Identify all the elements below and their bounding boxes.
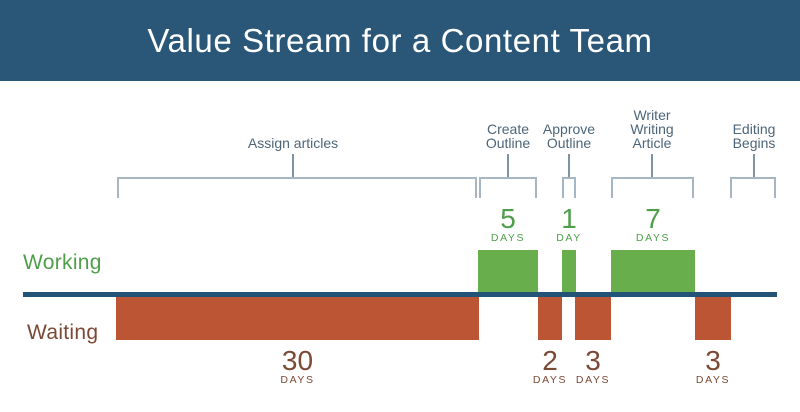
step-connector-editing-begins bbox=[753, 154, 755, 177]
waiting-bar-number: 3 bbox=[585, 345, 601, 376]
page-title: Value Stream for a Content Team bbox=[147, 21, 653, 59]
working-bar-unit: DAY bbox=[556, 232, 582, 244]
step-label-line: Editing bbox=[732, 121, 776, 137]
step-bracket-editing-begins bbox=[730, 177, 776, 198]
step-label-assign-articles: Assign articles bbox=[248, 136, 338, 150]
waiting-bar-number: 2 bbox=[542, 345, 558, 376]
step-label-line: Assign articles bbox=[247, 135, 339, 151]
step-bracket-create-outline bbox=[479, 177, 537, 198]
title-banner: Value Stream for a Content Team bbox=[0, 0, 800, 81]
step-bracket-approve-outline bbox=[562, 177, 576, 198]
step-connector-approve-outline bbox=[568, 154, 570, 177]
step-label-line: Outline bbox=[546, 135, 592, 151]
step-label-line: Writing bbox=[630, 121, 674, 137]
step-bracket-assign-articles bbox=[117, 177, 477, 198]
step-label-line: Outline bbox=[485, 135, 531, 151]
waiting-bar-unit: DAYS bbox=[532, 374, 568, 386]
waiting-bar-3d bbox=[575, 297, 611, 340]
step-label-line: Begins bbox=[732, 135, 776, 151]
step-label-line: Article bbox=[632, 135, 672, 151]
waiting-bar-unit: DAYS bbox=[575, 374, 611, 386]
waiting-bar-unit: DAYS bbox=[695, 374, 731, 386]
step-connector-writer-writing-article bbox=[651, 154, 653, 177]
working-axis-label: Working bbox=[23, 251, 102, 274]
working-bar-5d bbox=[478, 250, 538, 292]
working-bar-unit: DAYS bbox=[635, 232, 671, 244]
step-label-line: Approve bbox=[542, 121, 596, 137]
waiting-bar-number: 3 bbox=[705, 345, 721, 376]
waiting-bar-number: 30 bbox=[281, 345, 314, 376]
working-bar-number: 5 bbox=[500, 203, 516, 234]
waiting-axis-label: Waiting bbox=[27, 321, 99, 344]
step-connector-assign-articles bbox=[292, 154, 294, 177]
step-label-line: Create bbox=[486, 121, 530, 137]
step-label-line: Writer bbox=[633, 107, 671, 123]
waiting-bar-2d bbox=[538, 297, 562, 340]
waiting-bar-unit: DAYS bbox=[280, 374, 315, 386]
step-connector-create-outline bbox=[507, 154, 509, 177]
working-bar-1d bbox=[562, 250, 576, 292]
step-bracket-writer-writing-article bbox=[611, 177, 694, 198]
waiting-bar-30d bbox=[116, 297, 479, 340]
working-bar-number: 1 bbox=[561, 203, 577, 234]
working-bar-unit: DAYS bbox=[490, 232, 526, 244]
working-bar-7d bbox=[611, 250, 695, 292]
working-bar-number: 7 bbox=[645, 203, 661, 234]
waiting-bar-3d bbox=[695, 297, 731, 340]
timeline-line bbox=[23, 292, 777, 297]
